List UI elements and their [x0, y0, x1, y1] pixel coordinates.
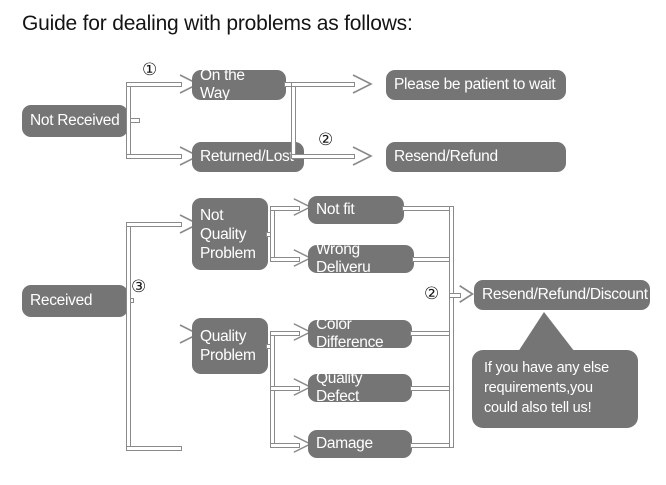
connector-received-to-quality [126, 446, 182, 451]
callout-tail-icon [514, 312, 578, 358]
node-damage[interactable]: Damage [308, 430, 412, 458]
node-resend-refund-discount[interactable]: Resend/Refund/Discount [474, 280, 650, 310]
connector-wrong-delivery-out [412, 257, 452, 262]
connector-damage-out [410, 443, 452, 448]
connector-to-resend-refund [291, 154, 355, 159]
connector-not-quality-spine [270, 206, 275, 262]
step-marker-1: ① [142, 60, 158, 79]
connector-received-to-not-quality [126, 222, 182, 227]
page-title: Guide for dealing with problems as follo… [22, 12, 413, 35]
connector-to-wrong-delivery [270, 257, 300, 262]
node-returned-lost[interactable]: Returned/Lost [192, 142, 304, 172]
connector-to-not-fit [270, 206, 300, 211]
node-wrong-delivery[interactable]: Wrong Deliveru [308, 241, 414, 276]
connector-to-damage [270, 443, 300, 448]
node-color-difference[interactable]: Color Difference [308, 316, 412, 351]
connector-color-difference-out [410, 331, 452, 336]
node-not-received[interactable]: Not Received [22, 105, 128, 137]
arrowhead-icon [352, 74, 373, 94]
callout-extra-requirements: If you have any else requirements,you co… [472, 350, 638, 428]
connector-received-spine [126, 222, 131, 451]
node-quality-problem[interactable]: Quality Problem [192, 318, 268, 374]
connector-not-received-to-on-the-way [126, 82, 182, 87]
connector-to-quality-defect [270, 386, 300, 391]
node-on-the-way[interactable]: On the Way [192, 67, 286, 102]
arrowhead-icon [459, 285, 475, 303]
connector-bus-to-outcome [449, 293, 461, 298]
connector-not-received-spine [126, 82, 131, 159]
connector-received-outcome-bus [449, 206, 454, 448]
step-marker-3: ③ [131, 277, 147, 296]
connector-not-fit-out [402, 206, 452, 211]
node-not-quality-problem[interactable]: Not Quality Problem [192, 198, 268, 270]
node-please-be-patient[interactable]: Please be patient to wait [386, 70, 566, 100]
node-resend-refund[interactable]: Resend/Refund [386, 142, 566, 172]
node-received[interactable]: Received [22, 285, 128, 317]
connector-not-received-outcome-spine [291, 82, 296, 159]
node-quality-defect[interactable]: Quality Defect [308, 370, 412, 405]
connector-not-received-to-returned-lost [126, 154, 182, 159]
arrowhead-icon [352, 146, 373, 166]
connector-to-please-wait [291, 82, 355, 87]
step-marker-2-upper: ② [318, 130, 334, 149]
step-marker-2-lower: ② [424, 284, 440, 303]
connector-to-color-difference [270, 331, 300, 336]
node-not-fit[interactable]: Not fit [308, 196, 404, 224]
connector-quality-defect-out [410, 386, 452, 391]
